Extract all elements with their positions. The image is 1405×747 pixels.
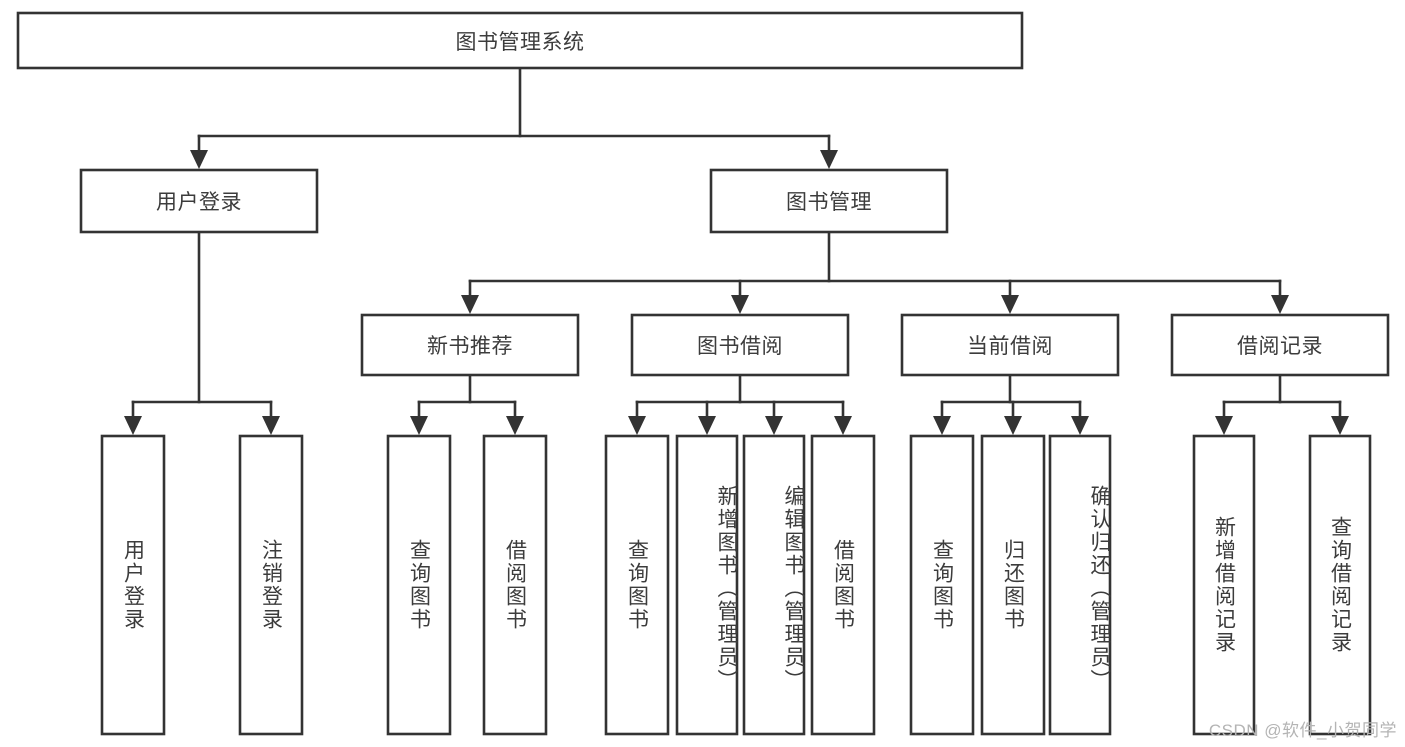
node-box-book-borrow[interactable] — [630, 313, 850, 377]
arrowhead-icon — [933, 416, 951, 435]
node-box-leaf-logout[interactable] — [238, 434, 304, 736]
arrowhead-icon — [1331, 416, 1349, 435]
node-box-current-borrow[interactable] — [900, 313, 1120, 377]
arrowhead-icon — [765, 416, 783, 435]
arrowhead-icon — [190, 150, 208, 169]
arrowhead-icon — [1004, 416, 1022, 435]
node-box-leaf-query-book-3[interactable] — [909, 434, 975, 736]
connector-layer — [124, 66, 1349, 435]
arrowhead-icon — [461, 295, 479, 314]
node-box-layer — [16, 11, 1390, 736]
arrowhead-icon — [698, 416, 716, 435]
node-box-borrow-record[interactable] — [1170, 313, 1390, 377]
arrowhead-icon — [1071, 416, 1089, 435]
arrowhead-icon — [628, 416, 646, 435]
node-box-book-manage[interactable] — [709, 168, 949, 234]
node-box-leaf-user-login[interactable] — [100, 434, 166, 736]
node-box-leaf-query-book-2[interactable] — [604, 434, 670, 736]
arrowhead-icon — [1215, 416, 1233, 435]
arrowhead-icon — [1001, 295, 1019, 314]
node-box-leaf-edit-book[interactable] — [742, 434, 806, 736]
arrowhead-icon — [506, 416, 524, 435]
arrowhead-icon — [410, 416, 428, 435]
arrowhead-icon — [834, 416, 852, 435]
arrowhead-icon — [731, 295, 749, 314]
arrowhead-icon — [262, 416, 280, 435]
node-box-leaf-borrow-book-2[interactable] — [810, 434, 876, 736]
node-box-leaf-query-record[interactable] — [1308, 434, 1372, 736]
node-box-leaf-confirm-return[interactable] — [1048, 434, 1112, 736]
node-box-leaf-borrow-book-1[interactable] — [482, 434, 548, 736]
node-box-leaf-query-book-1[interactable] — [386, 434, 452, 736]
arrowhead-icon — [124, 416, 142, 435]
csdn-watermark: CSDN @软件_小贺同学 — [1208, 721, 1397, 740]
node-box-user-login[interactable] — [79, 168, 319, 234]
node-box-root[interactable] — [16, 11, 1024, 70]
node-box-leaf-add-record[interactable] — [1192, 434, 1256, 736]
node-box-new-book-recommend[interactable] — [360, 313, 580, 377]
arrowhead-icon — [1271, 295, 1289, 314]
node-box-leaf-return-book[interactable] — [980, 434, 1046, 736]
node-box-leaf-add-book[interactable] — [675, 434, 739, 736]
arrowhead-icon — [820, 150, 838, 169]
